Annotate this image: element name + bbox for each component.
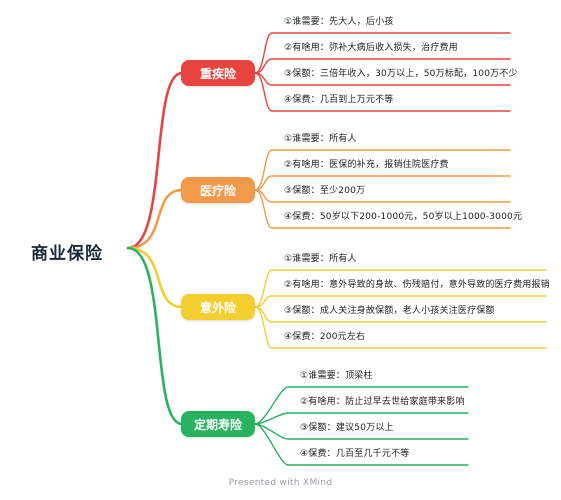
leaf-connector-2-3 [254, 306, 547, 349]
leaf-connector-2-1 [254, 295, 547, 308]
leaf-critical-amount[interactable]: ③保额：三倍年收入，30万以上，50万标配，100万不少 [284, 69, 518, 79]
branch-accident[interactable]: 意外险 [181, 294, 255, 320]
leaf-medical-use[interactable]: ②有啥用：医保的补充，报销住院医疗费 [284, 160, 449, 170]
leaf-accident-amount[interactable]: ③保额：成人关注身故保额，老人小孩关注医疗保额 [284, 306, 495, 316]
leaf-medical-amount[interactable]: ③保额：至少200万 [284, 186, 366, 196]
leaf-connector-0-1 [254, 58, 511, 74]
leaf-critical-premium[interactable]: ④保费：几百到上万元不等 [284, 95, 394, 105]
leaf-term-amount[interactable]: ③保额：建议50万以上 [300, 423, 394, 433]
leaf-connector-0-0 [254, 32, 511, 74]
branch-term-life[interactable]: 定期寿险 [181, 411, 255, 437]
root-connector-1 [126, 188, 184, 250]
leaf-term-premium[interactable]: ④保费：几百至几千元不等 [300, 449, 410, 459]
root-connector-0 [126, 71, 184, 250]
root-topic[interactable]: 商业保险 [31, 244, 103, 264]
leaf-connector-3-1 [254, 412, 469, 425]
leaf-medical-who[interactable]: ①谁需要：所有人 [284, 134, 357, 144]
branch-critical-illness[interactable]: 重疾险 [181, 60, 255, 86]
leaf-accident-premium[interactable]: ④保费：200元左右 [284, 332, 366, 342]
leaf-medical-premium[interactable]: ④保费：50岁以下200-1000元，50岁以上1000-3000元 [284, 212, 523, 222]
leaf-connector-3-0 [254, 386, 469, 425]
leaf-connector-1-0 [254, 149, 511, 191]
leaf-connector-3-3 [254, 423, 469, 466]
root-connector-2 [126, 246, 184, 309]
leaf-connector-1-1 [254, 175, 511, 191]
leaf-term-use[interactable]: ②有啥用：防止过早去世给家庭带来影响 [300, 397, 465, 407]
leaf-critical-use[interactable]: ②有啥用：弥补大病后收入损失，治疗费用 [284, 43, 458, 53]
leaf-accident-who[interactable]: ①谁需要：所有人 [284, 254, 357, 264]
branch-medical[interactable]: 医疗险 [181, 177, 255, 203]
leaf-accident-use[interactable]: ②有啥用：意外导致的身故、伤残赔付，意外导致的医疗费用报销 [284, 280, 550, 290]
leaf-critical-who[interactable]: ①谁需要：先大人，后小孩 [284, 17, 394, 27]
leaf-connector-0-3 [254, 72, 511, 112]
root-connector-3 [126, 246, 184, 426]
leaf-term-who[interactable]: ①谁需要：顶梁柱 [300, 371, 373, 381]
leaf-connector-1-3 [254, 189, 511, 229]
watermark: Presented with XMind [228, 478, 333, 488]
leaf-connector-2-0 [254, 269, 547, 308]
